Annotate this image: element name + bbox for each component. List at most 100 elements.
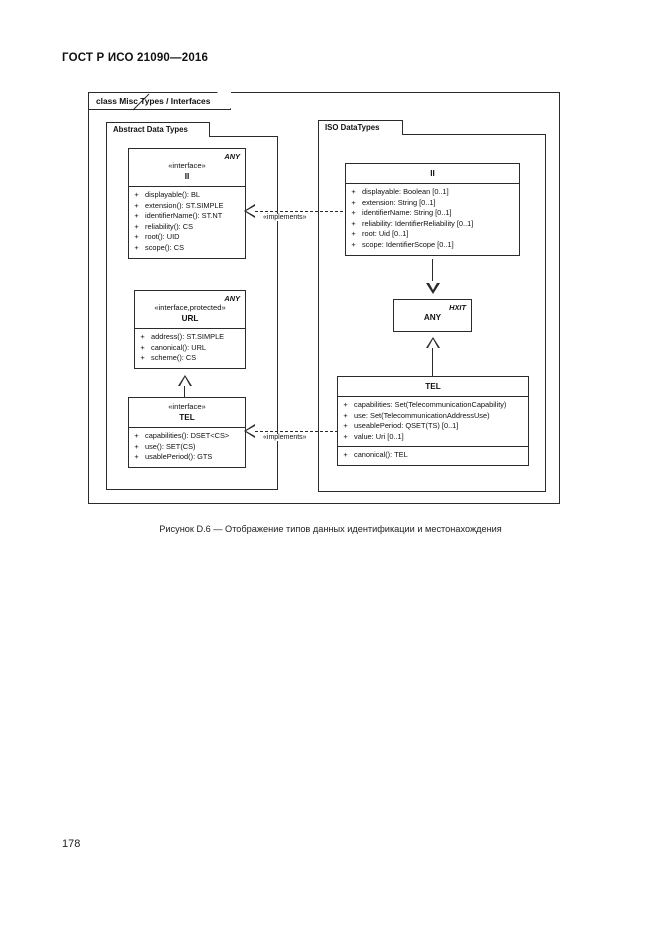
generalization-line-ii-any — [432, 259, 433, 283]
member-row: + scope: IdentifierScope [0..1] — [350, 240, 515, 251]
member-text: scope(): CS — [145, 242, 185, 252]
member-text: useablePeriod: QSET(TS) [0..1] — [354, 421, 459, 431]
package-label-iso: ISO DataTypes — [318, 120, 403, 135]
visibility-marker: + — [134, 452, 139, 462]
generalization-line-tel-any — [432, 348, 433, 376]
member-text: capabilities: Set(TelecommunicationCapab… — [354, 400, 507, 409]
member-row: + identifierName: String [0..1] — [350, 208, 515, 219]
implements-label-tel: «implements» — [262, 434, 308, 441]
member-row: +identifierName(): ST.NT — [133, 211, 241, 222]
member-text: usablePeriod(): GTS — [145, 452, 213, 462]
member-row: + displayable: Boolean [0..1] — [350, 187, 515, 198]
class-abstract-ii-attributes: +displayable(): BL + extension(): ST.SIMP… — [129, 187, 245, 258]
member-row: + root: Uid [0..1] — [350, 229, 515, 240]
member-text: identifierName(): ST.NT — [145, 211, 223, 221]
visibility-marker: + — [134, 242, 139, 252]
member-row: + canonical(): TEL — [342, 450, 524, 461]
visibility-marker: + — [140, 332, 145, 341]
member-row: + capabilities: Set(TelecommunicationCapa… — [342, 400, 524, 411]
member-text: reliability: IdentifierReliability [0..1… — [362, 218, 474, 228]
implements-line-ii — [255, 211, 343, 212]
class-iso-any-corner-tag: HXIT — [449, 303, 466, 312]
class-abstract-url[interactable]: ANY «interface,protected» URL + address()… — [134, 290, 246, 369]
class-abstract-tel[interactable]: «interface» TEL + capabilities(): DSET<CS… — [128, 397, 246, 468]
visibility-marker: + — [140, 342, 145, 352]
member-text: address(): ST.SIMPLE — [151, 332, 225, 341]
member-row: + scheme(): CS — [139, 353, 241, 364]
member-row: + scope(): CS — [133, 243, 241, 254]
visibility-marker: + — [134, 232, 139, 242]
class-abstract-ii[interactable]: ANY «interface» II +displayable(): BL +e… — [128, 148, 246, 259]
visibility-marker: + — [351, 197, 356, 207]
class-iso-tel-header: TEL — [338, 377, 528, 397]
member-row: + reliability(): CS — [133, 222, 241, 233]
class-abstract-tel-stereotype: «interface» — [168, 402, 206, 411]
member-text: extension: String [0..1] — [362, 197, 436, 207]
class-abstract-ii-name: II — [184, 172, 190, 181]
visibility-marker: + — [351, 218, 356, 228]
member-text: root: Uid [0..1] — [362, 229, 409, 239]
class-iso-ii-attributes: + displayable: Boolean [0..1] + extension:… — [346, 184, 519, 255]
visibility-marker: + — [351, 187, 356, 196]
visibility-marker: + — [134, 441, 139, 451]
visibility-marker: + — [134, 221, 139, 231]
visibility-marker: + — [343, 421, 348, 431]
implements-label-ii: «implements» — [262, 214, 308, 221]
member-text: scope: IdentifierScope [0..1] — [362, 239, 454, 249]
member-row: + address(): ST.SIMPLE — [139, 332, 241, 343]
member-row: + useablePeriod: QSET(TS) [0..1] — [342, 421, 524, 432]
class-iso-tel[interactable]: TEL + capabilities: Set(Telecommunication… — [337, 376, 529, 466]
class-iso-tel-name: TEL — [425, 382, 441, 391]
class-iso-any-header: HXIT ANY — [394, 300, 471, 327]
class-abstract-tel-attributes: + capabilities(): DSET<CS> + use(): SET(CS… — [129, 428, 245, 467]
member-row: + root(): UID — [133, 232, 241, 243]
generalization-line-url-tel — [184, 386, 185, 398]
package-label-abstract: Abstract Data Types — [106, 122, 210, 137]
visibility-marker: + — [343, 450, 348, 460]
visibility-marker: + — [134, 190, 139, 199]
figure-caption: Рисунок D.6 — Отображение типов данных и… — [159, 524, 502, 534]
class-abstract-url-stereotype: «interface,protected» — [154, 303, 226, 312]
member-row: + extension: String [0..1] — [350, 198, 515, 209]
class-abstract-url-attributes: +address(): ST.SIMPLE +canonical(): URL … — [135, 329, 245, 368]
class-abstract-tel-header: «interface» TEL — [129, 398, 245, 428]
frame-label: class Misc Types / Interfaces — [89, 92, 232, 110]
member-text: displayable: Boolean [0..1] — [362, 187, 449, 196]
implements-line-tel — [255, 431, 343, 432]
visibility-marker: + — [343, 431, 348, 441]
visibility-marker: + — [343, 400, 348, 409]
member-text: canonical(): URL — [151, 342, 207, 352]
member-row: + value: Uri [0..1] — [342, 432, 524, 443]
class-iso-ii[interactable]: II + displayable: Boolean [0..1] + extensi… — [345, 163, 520, 256]
member-text: canonical(): TEL — [354, 450, 408, 460]
class-iso-ii-header: II — [346, 164, 519, 184]
member-text: reliability(): CS — [145, 221, 194, 231]
member-text: identifierName: String [0..1] — [362, 208, 452, 218]
visibility-marker: + — [134, 431, 139, 440]
member-row: + reliability: IdentifierReliability [0..… — [350, 219, 515, 230]
visibility-marker: + — [351, 239, 356, 249]
member-text: use: Set(TelecommunicationAddressUse) — [354, 410, 490, 420]
member-text: extension(): ST.SIMPLE — [145, 200, 224, 210]
class-iso-tel-attributes: + capabilities: Set(TelecommunicationCapa… — [338, 397, 528, 446]
class-iso-any[interactable]: HXIT ANY — [393, 299, 472, 332]
member-text: use(): SET(CS) — [145, 441, 196, 451]
class-abstract-url-name: URL — [181, 314, 199, 323]
member-text: root(): UID — [145, 232, 180, 242]
visibility-marker: + — [351, 208, 356, 218]
member-text: value: Uri [0..1] — [354, 431, 404, 441]
visibility-marker: + — [140, 353, 145, 363]
visibility-marker: + — [351, 229, 356, 239]
class-abstract-ii-stereotype: «interface» — [168, 161, 206, 170]
member-text: scheme(): CS — [151, 353, 197, 363]
member-row: + canonical(): URL — [139, 343, 241, 354]
class-iso-tel-operations: + canonical(): TEL — [338, 446, 528, 465]
member-row: + extension(): ST.SIMPLE — [133, 201, 241, 212]
member-text: capabilities(): DSET<CS> — [145, 431, 230, 440]
class-iso-any-name: ANY — [423, 313, 442, 322]
member-row: + use(): SET(CS) — [133, 442, 241, 453]
class-iso-ii-name: II — [430, 169, 435, 178]
member-row: +displayable(): BL — [133, 190, 241, 201]
class-abstract-url-header: ANY «interface,protected» URL — [135, 291, 245, 329]
visibility-marker: + — [134, 200, 139, 210]
